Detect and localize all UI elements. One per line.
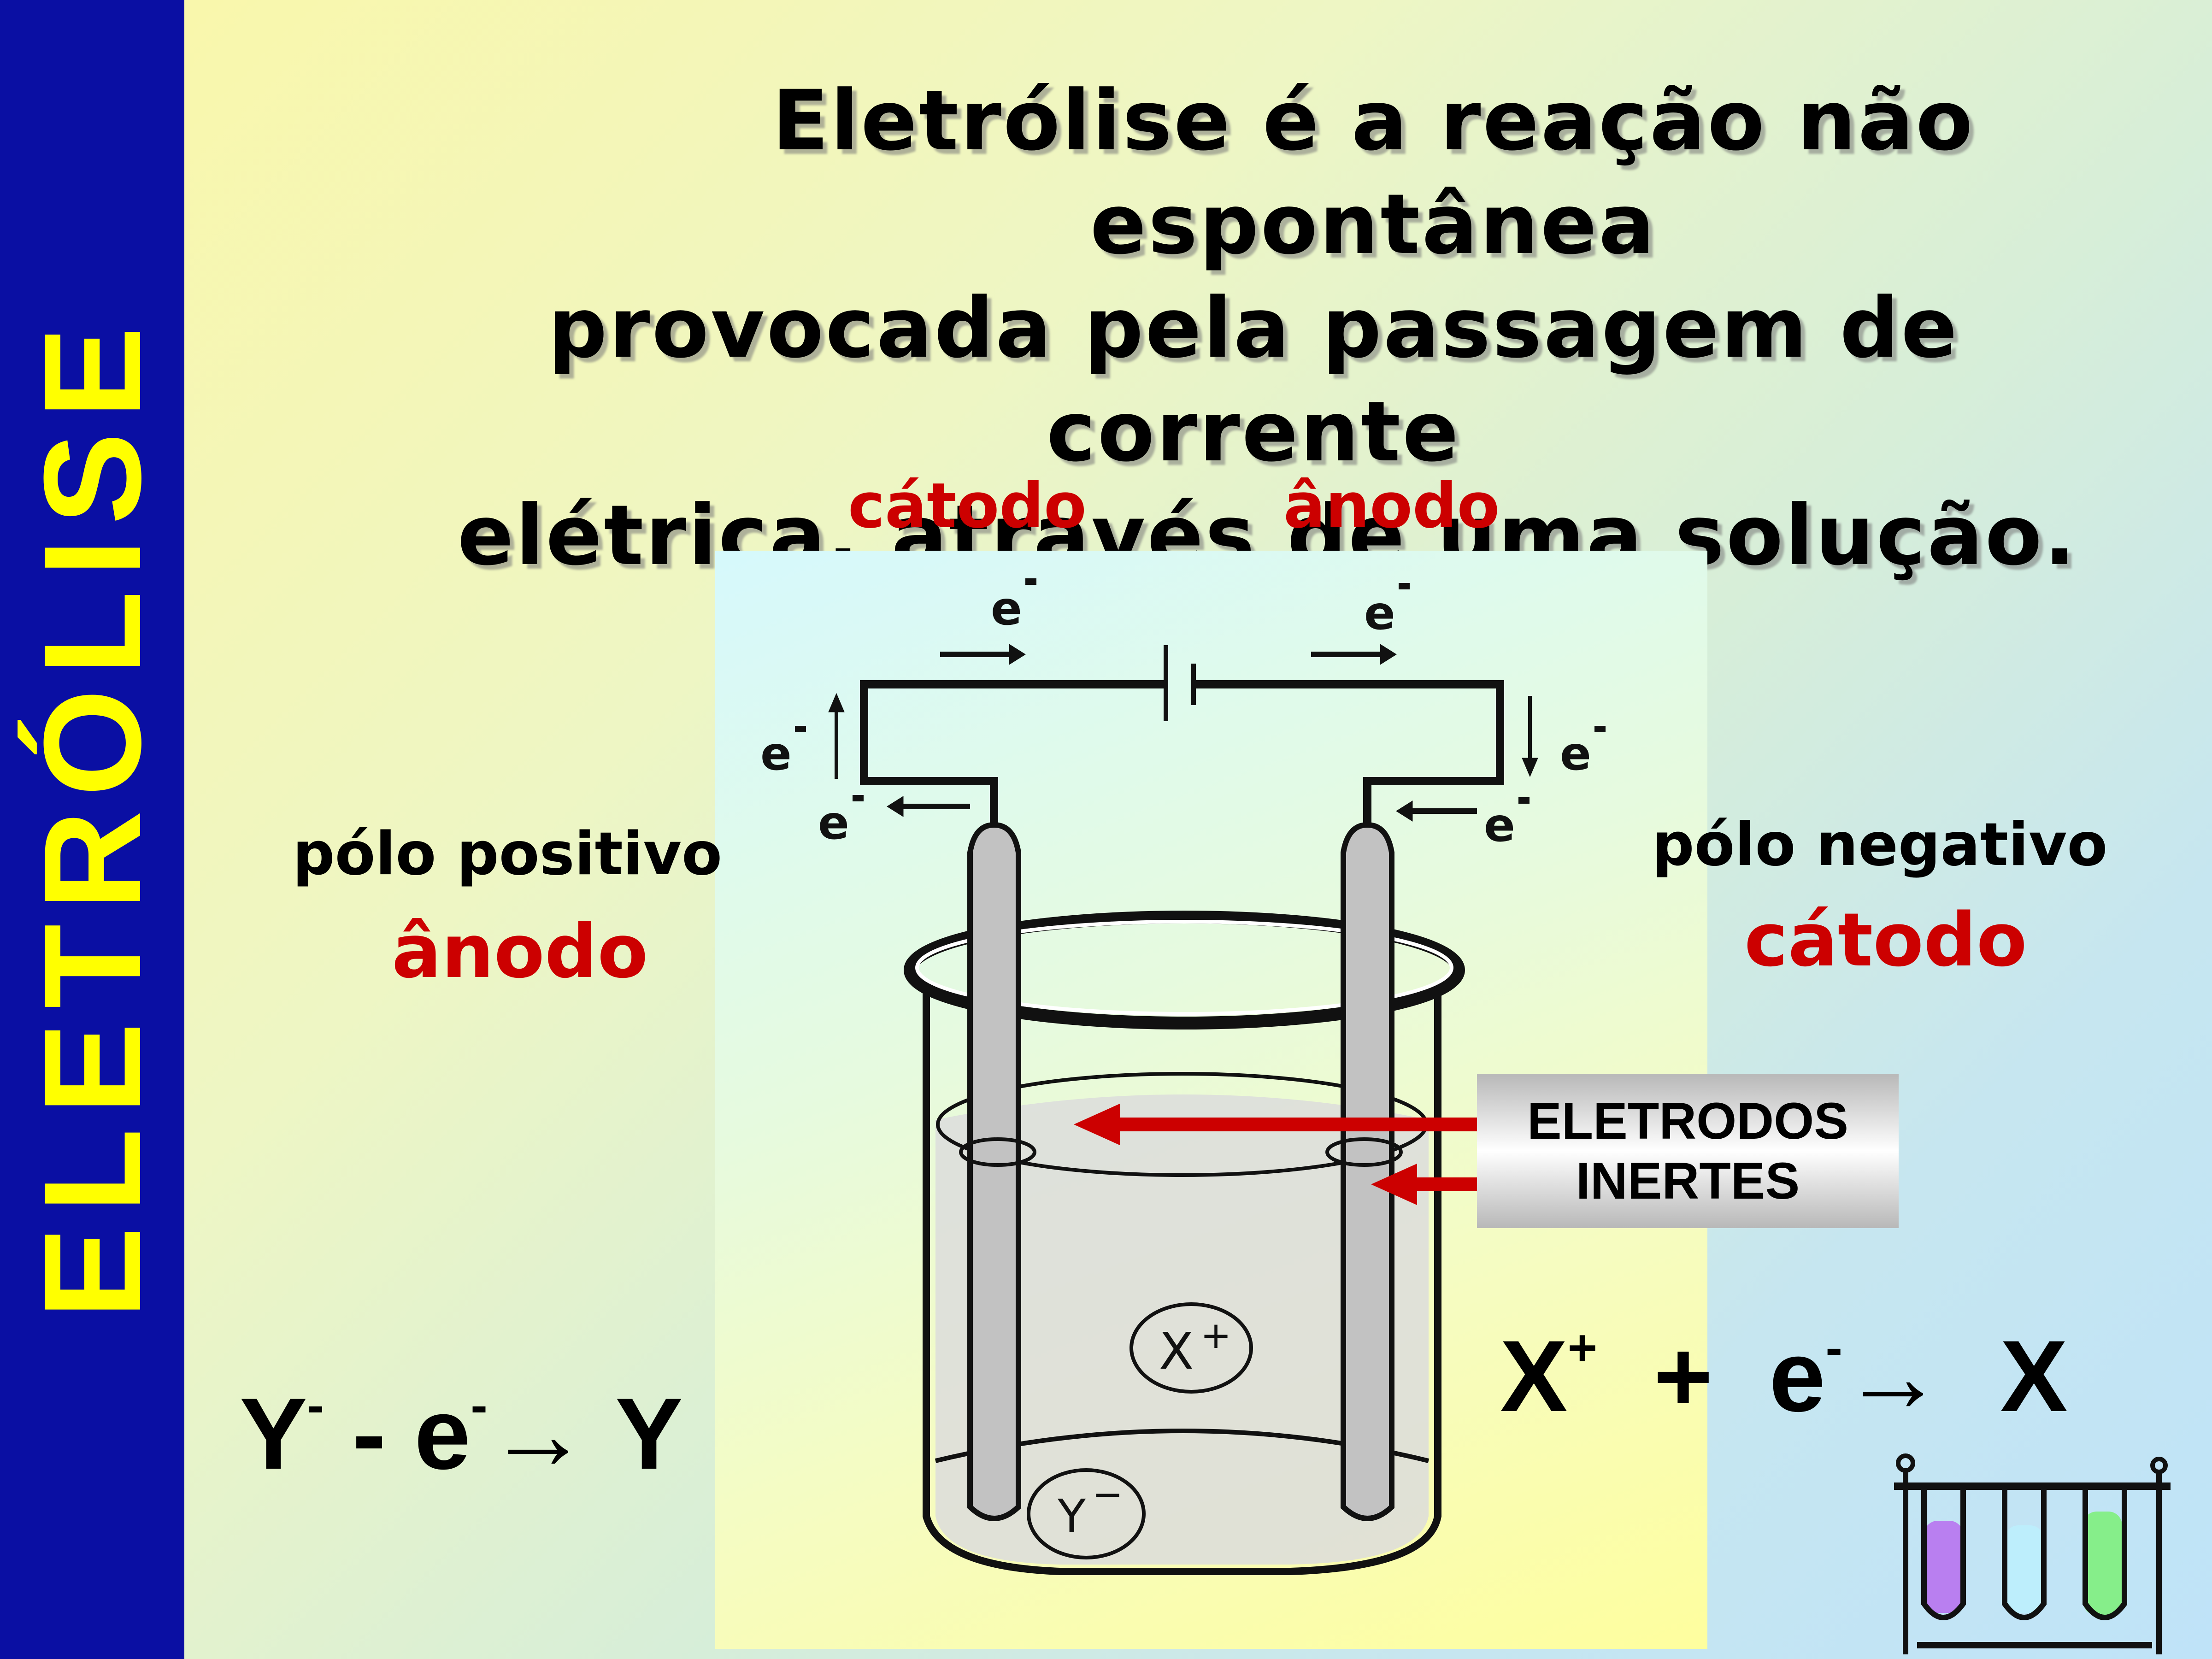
svg-text:+: + bbox=[1200, 1314, 1231, 1357]
cation-x-icon: X + bbox=[1130, 1302, 1253, 1394]
electron-flow-arrows bbox=[828, 644, 1538, 822]
battery-icon bbox=[1164, 645, 1196, 721]
svg-text:e: e bbox=[991, 582, 1022, 635]
electron-labels: e e e e e e bbox=[760, 578, 1606, 852]
diagram-label-catodo: cátodo bbox=[848, 470, 1087, 542]
sidebar: ELETRÓLISE bbox=[0, 0, 184, 1659]
svg-text:e: e bbox=[1364, 586, 1395, 640]
inert-electrodes-callout: ELETRODOS INERTES bbox=[1477, 1074, 1899, 1228]
definition-line-2: provocada pela passagem de corrente bbox=[547, 280, 1959, 480]
svg-text:−: − bbox=[1092, 1473, 1123, 1516]
definition-line-1: Eletrólise é a reação não espontânea bbox=[772, 73, 1975, 273]
svg-text:e: e bbox=[760, 727, 792, 781]
electrolysis-cell-diagram: e e e e e e X + Y − bbox=[760, 578, 1606, 1575]
svg-text:e: e bbox=[818, 796, 849, 850]
right-pole-title: pólo negativo bbox=[1652, 811, 2108, 879]
circuit-wire bbox=[860, 680, 1504, 827]
anion-y-icon: Y − bbox=[1027, 1468, 1146, 1559]
left-electrode bbox=[967, 822, 1021, 1521]
left-pole-title: pólo positivo bbox=[293, 820, 722, 888]
right-electrode bbox=[1341, 822, 1394, 1521]
test-tube-rack-icon bbox=[1894, 1453, 2171, 1654]
callout-line-1: ELETRODOS bbox=[1527, 1092, 1848, 1150]
svg-text:X: X bbox=[1159, 1322, 1194, 1381]
cathode-equation: X+ + e-→ X bbox=[1500, 1319, 2068, 1433]
svg-text:Y: Y bbox=[1057, 1489, 1086, 1543]
callout-line-2: INERTES bbox=[1576, 1152, 1800, 1210]
sidebar-title: ELETRÓLISE bbox=[15, 312, 170, 1319]
svg-text:e: e bbox=[1560, 727, 1591, 781]
diagram-label-anodo: ânodo bbox=[1283, 470, 1500, 542]
right-pole-name: cátodo bbox=[1744, 897, 2027, 983]
anode-equation: Y- - e-→ Y bbox=[240, 1377, 683, 1490]
callout-arrows bbox=[1074, 1104, 1477, 1205]
svg-text:e: e bbox=[1484, 798, 1515, 852]
left-pole-name: ânodo bbox=[392, 908, 648, 994]
